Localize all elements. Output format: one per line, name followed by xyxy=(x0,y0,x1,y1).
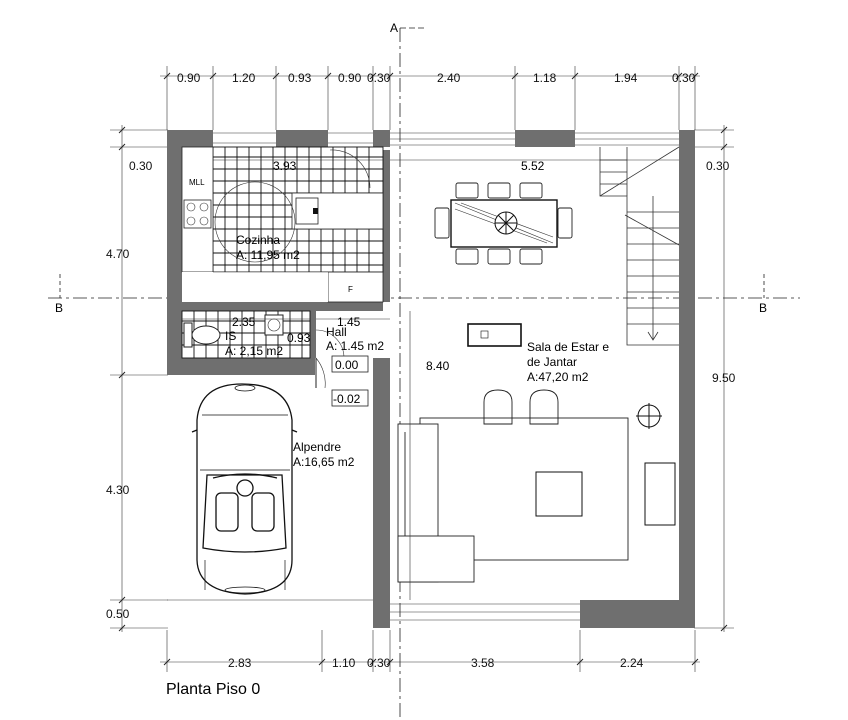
dim-living-depth: 8.40 xyxy=(426,359,450,373)
level-box-hall xyxy=(331,355,369,373)
dimension-chain-bottom: 2.83 1.10 0.30 3.58 2.24 xyxy=(160,630,700,672)
dim-bottom-0: 2.83 xyxy=(228,656,252,670)
section-b-label-left: B xyxy=(55,301,63,315)
hall-door-arc xyxy=(315,357,326,389)
room-porch-area: A:16,65 m2 xyxy=(293,455,355,469)
dim-bottom-2: 0.30 xyxy=(367,656,391,670)
staircase xyxy=(599,146,680,346)
room-living-name-1: Sala de Estar e xyxy=(527,340,609,354)
level-hall: 0.00 xyxy=(335,358,359,372)
room-kitchen-name: Cozinha xyxy=(236,233,280,247)
dim-top-2: 0.93 xyxy=(288,71,312,85)
plan-title: Planta Piso 0 xyxy=(166,681,260,698)
dim-top-4: 0.30 xyxy=(367,71,391,85)
level-porch: -0.02 xyxy=(333,392,361,406)
sink-tap xyxy=(313,208,318,214)
dim-bottom-4: 2.24 xyxy=(620,656,644,670)
door-swing-arc xyxy=(214,181,296,263)
car-icon xyxy=(191,383,298,595)
mll-label: MLL xyxy=(189,178,205,187)
dim-top-5: 2.40 xyxy=(437,71,461,85)
dim-right-0: 0.30 xyxy=(706,159,730,173)
walls xyxy=(167,130,695,628)
mll-box xyxy=(186,170,210,192)
dim-is-width: 2.35 xyxy=(232,315,256,329)
washbasin-icon xyxy=(264,314,284,336)
section-a-label: A xyxy=(390,21,398,35)
bathroom-door-arc xyxy=(315,329,345,359)
dim-bottom-1: 1.10 xyxy=(332,656,356,670)
level-box-porch xyxy=(331,389,369,407)
coffee-table xyxy=(535,471,583,517)
dim-top-7: 1.94 xyxy=(614,71,638,85)
dim-top-3: 0.90 xyxy=(338,71,362,85)
dim-hall-width: 1.45 xyxy=(337,315,361,329)
dim-living-width: 5.52 xyxy=(521,159,545,173)
floor-lamp-icon xyxy=(636,403,662,429)
dim-top-6: 1.18 xyxy=(533,71,557,85)
room-living-name-2: de Jantar xyxy=(527,355,577,369)
dim-is-depth: 0.93 xyxy=(287,331,311,345)
dimension-chain-left: 0.30 4.70 4.30 0.50 xyxy=(106,125,168,632)
room-kitchen-area: A: 11,95 m2 xyxy=(236,248,300,262)
dimension-chain-top: 0.90 1.20 0.93 0.90 0.30 2.40 1.18 1.94 … xyxy=(160,66,700,130)
dim-left-3: 0.50 xyxy=(106,607,130,621)
section-b-label-right: B xyxy=(759,301,767,315)
kitchen-floor-blank xyxy=(182,272,328,302)
dim-right-1: 9.50 xyxy=(712,371,736,385)
console-unit xyxy=(467,323,522,347)
dim-left-2: 4.30 xyxy=(106,483,130,497)
dim-bottom-3: 3.58 xyxy=(471,656,495,670)
dim-top-0: 0.90 xyxy=(177,71,201,85)
room-is-name: IS xyxy=(225,329,236,343)
sofa xyxy=(397,423,475,583)
dining-table xyxy=(450,199,558,248)
dim-left-0: 0.30 xyxy=(129,159,153,173)
dim-left-1: 4.70 xyxy=(106,247,130,261)
dim-top-8: 0.30 xyxy=(672,71,696,85)
windows xyxy=(167,132,679,621)
fridge-label: F xyxy=(348,285,353,294)
armchairs xyxy=(483,389,559,425)
room-living-area: A:47,20 m2 xyxy=(527,370,589,384)
dim-top-1: 1.20 xyxy=(232,71,256,85)
room-porch-name: Alpendre xyxy=(293,440,341,454)
dining-chairs xyxy=(434,182,573,265)
cooktop-icon xyxy=(183,199,212,229)
dim-kitchen-width: 3.93 xyxy=(273,159,297,173)
fridge xyxy=(327,271,384,303)
room-hall-name: Hall xyxy=(326,325,347,339)
toilet-icon xyxy=(183,322,221,348)
dimension-chain-right: 0.30 9.50 xyxy=(694,125,736,632)
console-detail xyxy=(480,330,489,339)
inner-dimension-lines xyxy=(182,159,679,600)
kitchen-door-arc xyxy=(329,149,371,189)
tv-unit xyxy=(644,462,676,526)
room-hall-area: A: 1.45 m2 xyxy=(326,339,384,353)
room-is-area: A: 2,15 m2 xyxy=(225,344,283,358)
